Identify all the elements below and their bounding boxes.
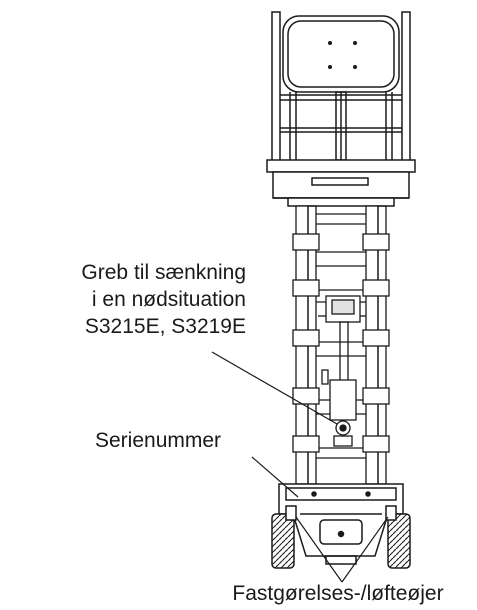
emergency-lowering-line-1: Greb til sænkning	[81, 261, 246, 284]
left-wheel	[271, 505, 297, 569]
tie-down-lift-points-label: Fastgørelses-/løfteøjer	[232, 582, 444, 605]
emergency-lowering-label: Greb til sænkning i en nødsituation S321…	[0, 259, 246, 340]
platform-deck	[266, 159, 416, 207]
right-wheel	[385, 505, 411, 569]
emergency-lowering-line-2: i en nødsituation	[91, 288, 246, 311]
emergency-lowering-leader	[211, 351, 338, 425]
chassis	[278, 483, 404, 565]
serial-number-leader	[251, 456, 299, 498]
serial-number-label: Serienummer	[95, 429, 222, 452]
scissor-stack	[292, 205, 390, 485]
callout-leader-lines	[211, 351, 389, 583]
tie-down-leader-right	[341, 516, 389, 583]
guard-rail	[271, 11, 411, 171]
emergency-lowering-line-3: S3215E, S3219E	[84, 315, 246, 338]
tie-down-leader-left	[295, 516, 343, 583]
rail-panel-holes	[328, 41, 357, 69]
